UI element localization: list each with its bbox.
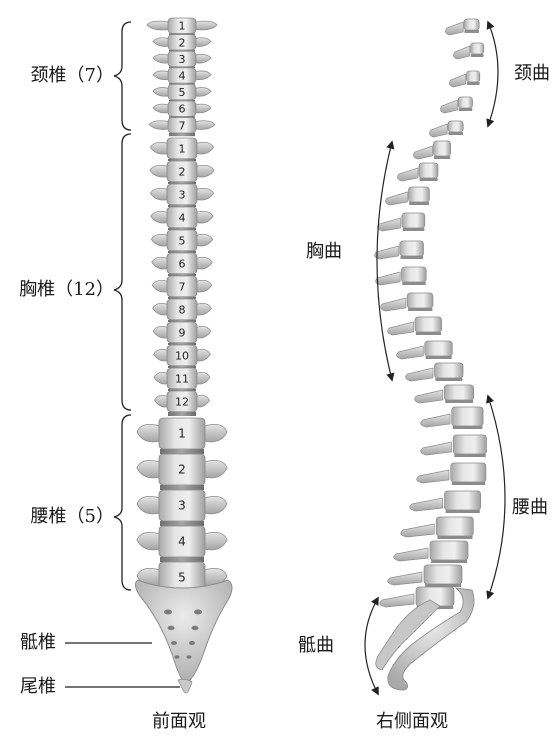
thoracic-vertebra-7: 7 — [152, 276, 212, 299]
cervical-bracket — [114, 22, 131, 130]
thoracic-vertebra-number: 8 — [179, 303, 186, 316]
cervical-vertebra-number: 1 — [179, 20, 186, 33]
thoracic-vertebra-9: 9 — [153, 322, 211, 345]
thoracic-vertebra-6: 6 — [152, 253, 212, 276]
lumbar-vertebra-number: 3 — [178, 499, 186, 513]
thoracic-vertebra-number: 6 — [179, 257, 186, 270]
thoracic-vertebra-number: 2 — [179, 165, 186, 178]
thoracic-vertebra-number: 1 — [179, 142, 186, 155]
thoracic-vertebra-number: 11 — [175, 372, 189, 385]
cervical-vertebra-6: 6 — [153, 101, 211, 118]
thoracic-vertebra-8: 8 — [153, 299, 212, 322]
lumbar-vertebra-3: 3 — [137, 490, 227, 526]
lumbar-bracket — [114, 415, 131, 590]
sacral-curve-arrow — [365, 598, 378, 694]
side-vertebra — [430, 121, 464, 137]
thoracic-vertebra-number: 10 — [175, 349, 189, 362]
thoracic-vertebra-number: 12 — [175, 395, 189, 408]
side-vertebra — [440, 97, 472, 113]
cervical-vertebra-number: 2 — [179, 36, 186, 49]
cervical-vertebra-number: 7 — [179, 119, 186, 132]
side-vertebra — [453, 43, 483, 59]
lumbar-vertebra-number: 5 — [178, 571, 186, 585]
side-vertebra — [401, 517, 474, 539]
cervical-vertebra-number: 5 — [179, 86, 186, 99]
lumbar-vertebra-2: 2 — [137, 454, 227, 490]
cervical-vertebra-4: 4 — [153, 68, 211, 85]
thoracic-vertebra-number: 9 — [179, 326, 186, 339]
cervical-vertebra-number: 6 — [179, 103, 186, 116]
cervical-vertebra-2: 2 — [153, 35, 211, 52]
thoracic-vertebra-number: 4 — [179, 211, 186, 224]
sacral-curve-label: 骶曲 — [298, 636, 334, 656]
cervical-vertebrae-label: 颈椎（7） — [0, 66, 114, 86]
coccyx — [178, 679, 192, 693]
side-vertebra — [449, 71, 479, 87]
lumbar-vertebra-number: 4 — [178, 535, 186, 549]
lumbar-curve-arrow — [488, 396, 505, 598]
sacrum-label: 骶椎 — [20, 633, 56, 653]
thoracic-bracket — [114, 134, 131, 410]
thoracic-vertebra-11: 11 — [154, 368, 210, 391]
cervical-curve-label: 颈曲 — [514, 64, 550, 84]
cervical-vertebra-number: 3 — [179, 53, 186, 66]
side-vertebra — [375, 241, 424, 259]
coccyx-label: 尾椎 — [20, 677, 56, 697]
cervical-curve-arrow — [488, 22, 498, 126]
cervical-vertebra-5: 5 — [153, 84, 211, 101]
cervical-vertebra-3: 3 — [153, 51, 211, 68]
lumbar-curve-label: 腰曲 — [512, 498, 548, 518]
side-vertebra — [388, 317, 442, 335]
thoracic-vertebra-3: 3 — [150, 184, 213, 207]
thoracic-vertebra-1: 1 — [150, 138, 213, 161]
lumbar-vertebra-number: 1 — [178, 427, 186, 441]
side-vertebra — [421, 435, 487, 457]
cervical-vertebra-1: 1 — [147, 18, 217, 35]
side-vertebra — [414, 141, 451, 159]
thoracic-vertebra-4: 4 — [151, 207, 213, 230]
thoracic-vertebra-2: 2 — [150, 161, 214, 184]
side-vertebra — [410, 491, 481, 513]
thoracic-vertebra-number: 5 — [179, 234, 186, 247]
side-vertebra — [415, 385, 474, 403]
side-vertebra — [386, 187, 430, 205]
side-vertebra — [388, 565, 462, 587]
side-vertebra — [381, 293, 433, 311]
lumbar-vertebra-1: 1 — [137, 418, 227, 454]
side-vertebra — [397, 341, 453, 359]
thoracic-vertebrae-label: 胸椎（12） — [0, 280, 114, 300]
front-view-caption: 前面观 — [152, 712, 206, 732]
side-vertebra — [406, 363, 463, 381]
side-vertebra — [380, 587, 454, 609]
side-vertebra — [398, 163, 438, 181]
side-vertebra — [394, 541, 468, 563]
thoracic-curve-arrow — [377, 142, 392, 380]
lumbar-vertebra-number: 2 — [178, 463, 186, 477]
cervical-vertebra-7: 7 — [149, 118, 215, 137]
thoracic-curve-label: 胸曲 — [306, 242, 342, 262]
thoracic-vertebra-10: 10 — [154, 345, 211, 368]
thoracic-vertebra-12: 12 — [155, 391, 210, 416]
side-view-caption: 右侧面观 — [376, 712, 448, 732]
side-vertebra — [421, 407, 483, 429]
lumbar-vertebrae-label: 腰椎（5） — [0, 507, 114, 527]
side-view-spine — [375, 19, 487, 690]
side-vertebra — [417, 463, 486, 485]
thoracic-vertebra-number: 3 — [179, 188, 186, 201]
thoracic-vertebra-5: 5 — [151, 230, 212, 253]
cervical-vertebra-number: 4 — [179, 70, 186, 83]
side-vertebra — [446, 19, 480, 35]
side-vertebra — [378, 213, 425, 231]
thoracic-vertebra-number: 7 — [179, 280, 186, 293]
side-vertebra — [376, 267, 427, 285]
lumbar-vertebra-4: 4 — [137, 526, 227, 562]
sacrum — [135, 580, 232, 684]
